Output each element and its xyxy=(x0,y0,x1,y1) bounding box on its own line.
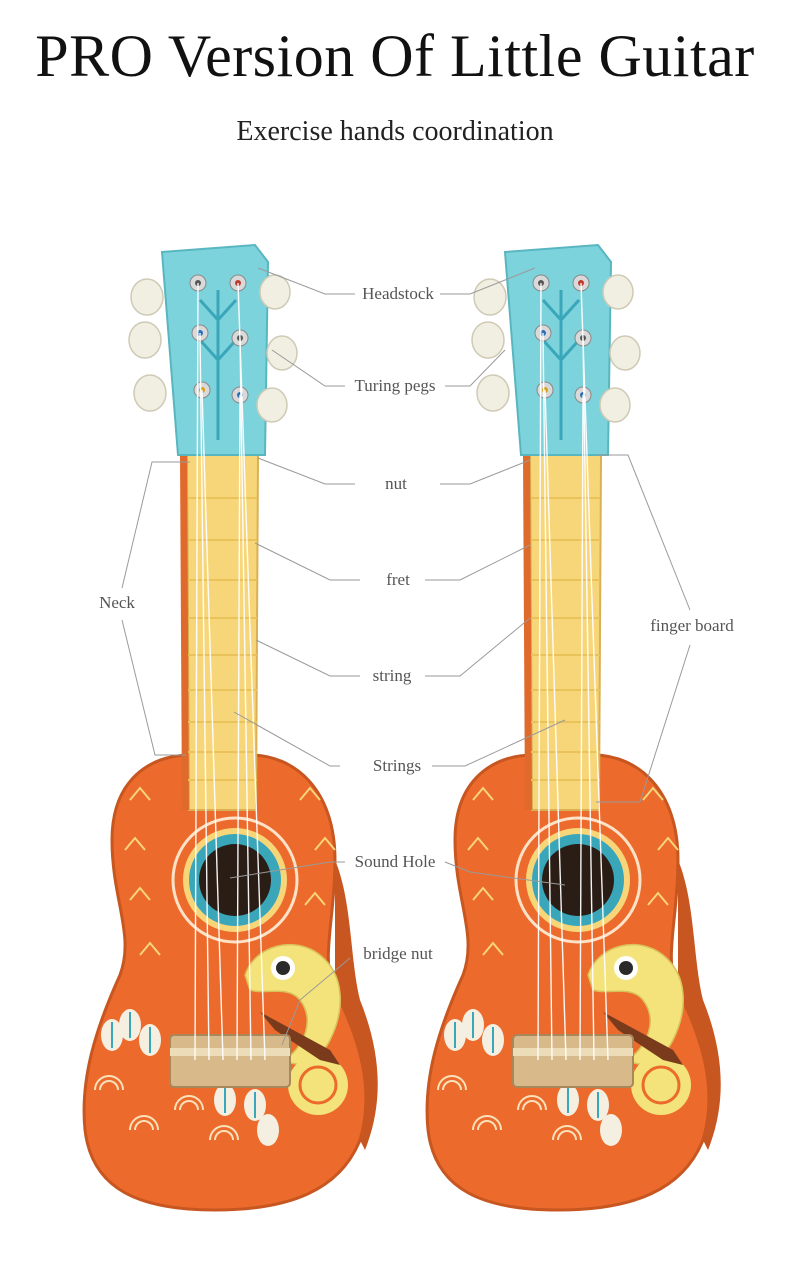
label-neck: Neck xyxy=(96,593,138,613)
leader-lines xyxy=(121,267,691,1046)
label-tuning-pegs: Turing pegs xyxy=(351,376,439,396)
guitar-left xyxy=(82,243,380,1212)
label-strings: Strings xyxy=(369,756,425,776)
label-finger-board: finger board xyxy=(647,616,737,636)
label-nut: nut xyxy=(382,474,410,494)
guitar-right xyxy=(425,243,723,1212)
label-sound-hole: Sound Hole xyxy=(351,852,439,872)
label-fret: fret xyxy=(383,570,413,590)
page-subtitle: Exercise hands coordination xyxy=(236,116,554,147)
page-title: PRO Version Of Little Guitar xyxy=(35,23,755,89)
label-string: string xyxy=(369,666,415,686)
label-headstock: Headstock xyxy=(359,284,437,304)
label-bridge-nut: bridge nut xyxy=(360,944,436,964)
